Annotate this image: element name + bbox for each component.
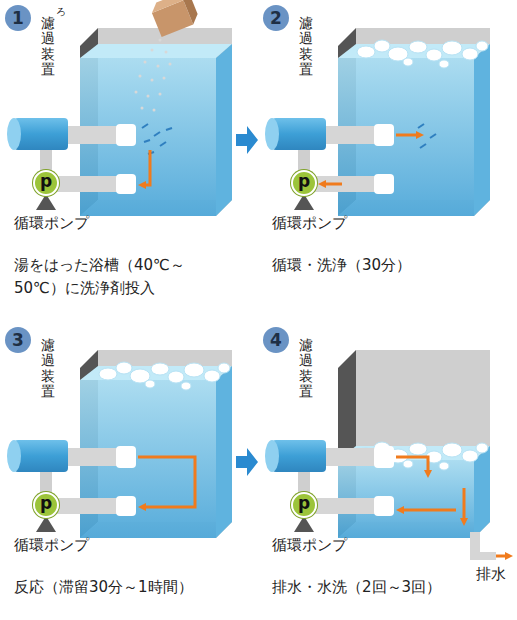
flow-arrow: [400, 509, 456, 512]
pump-letter: p: [40, 173, 52, 190]
callout-number: 2: [270, 10, 282, 27]
step-3-figure: [7, 350, 232, 538]
device-label: 濾過装置: [41, 16, 55, 78]
pump-letter: p: [298, 173, 310, 190]
step-number: 2: [263, 5, 289, 31]
caption-text: 循環ポンプ: [272, 534, 347, 557]
callout-number: 3: [12, 332, 24, 349]
drain-pipe: [470, 552, 496, 560]
caption-text: 循環ポンプ: [272, 212, 347, 235]
step-1-figure: [7, 0, 232, 216]
ruby-text: ろ: [56, 4, 66, 19]
pump-circle: p: [33, 170, 59, 196]
pump-circle: p: [291, 492, 317, 518]
caption-text: 反応（滞留30分～1時間）: [14, 576, 244, 599]
flow-arrow: [138, 457, 195, 507]
flow-arrow: [463, 488, 466, 522]
flow-arrow: [142, 150, 150, 185]
step-number: 3: [5, 327, 31, 353]
caption-text: 循環ポンプ: [14, 534, 89, 557]
pump-letter: p: [40, 495, 52, 512]
device-label: 濾過装置: [299, 338, 313, 400]
callout-number: 1: [12, 10, 24, 27]
step-2-figure: [265, 28, 490, 216]
caption-text: 湯をはった浴槽（40℃～50℃）に洗浄剤投入: [14, 254, 196, 299]
caption-text: 循環・洗浄（30分）: [272, 254, 502, 277]
flow-arrow: [396, 134, 420, 137]
device-label: 濾過装置: [41, 338, 55, 400]
pump-circle: p: [291, 170, 317, 196]
detergent-dissolving: [142, 124, 172, 154]
pump-circle: p: [33, 492, 59, 518]
flow-arrow: [322, 183, 342, 186]
caption-text: 排水・水洗（2回～3回）: [272, 576, 472, 599]
flow-arrow: [396, 457, 428, 474]
callout-number: 4: [270, 332, 282, 349]
device-label: 濾過装置: [299, 16, 313, 78]
step-number: 1: [5, 5, 31, 31]
step-number: 4: [263, 327, 289, 353]
detergent-box: [149, 0, 201, 37]
step-arrow: [236, 126, 258, 154]
drain-arrow: [496, 555, 509, 558]
pump-letter: p: [298, 495, 310, 512]
caption-text: 循環ポンプ: [14, 212, 89, 235]
powder: [135, 39, 172, 112]
caption-text: 排水: [476, 563, 506, 586]
step-arrow: [236, 448, 258, 476]
